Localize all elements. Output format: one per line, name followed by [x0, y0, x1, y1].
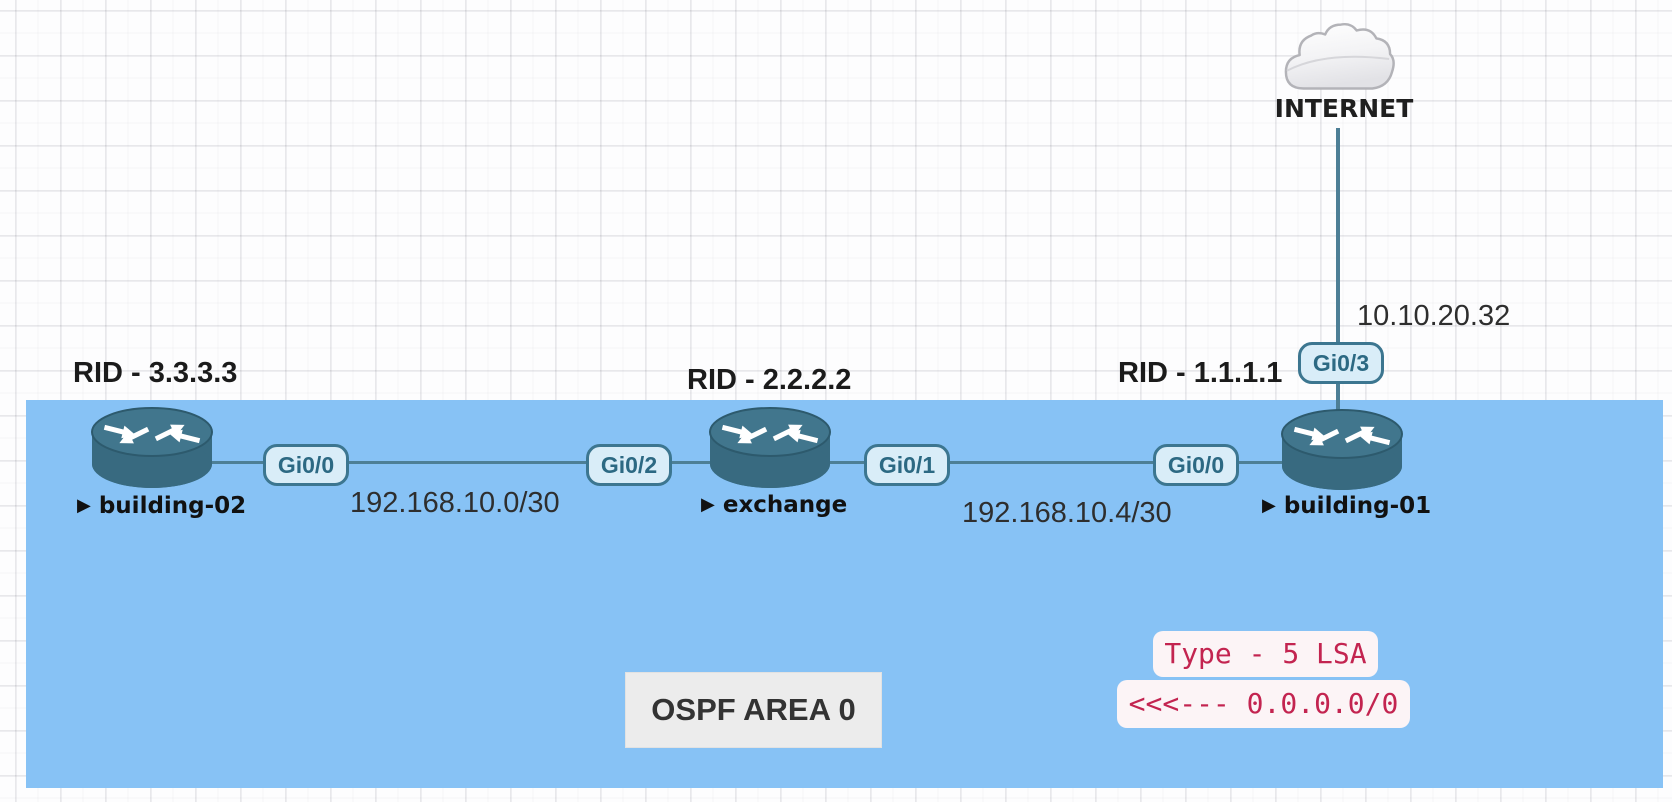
- cloud-icon: [1284, 22, 1395, 90]
- default-route-annotation[interactable]: <<<--- 0.0.0.0/0: [1117, 680, 1410, 728]
- node-marker-icon: ▶: [77, 495, 91, 516]
- internet-cloud-node[interactable]: [1280, 20, 1396, 98]
- interface-pill-building01-gi03[interactable]: Gi0/3: [1298, 342, 1384, 384]
- node-label-text: building-02: [98, 493, 247, 519]
- node-label-exchange[interactable]: ▶ exchange: [701, 492, 847, 518]
- node-label-building-01[interactable]: ▶ building-01: [1262, 493, 1431, 519]
- link-building01-internet[interactable]: [1336, 128, 1340, 440]
- ospf-area-label-box[interactable]: OSPF AREA 0: [625, 672, 882, 748]
- router-icon: [709, 407, 831, 488]
- interface-pill-exchange-gi01[interactable]: Gi0/1: [864, 444, 950, 486]
- interface-pill-building02-gi00[interactable]: Gi0/0: [263, 444, 349, 486]
- node-label-building-02[interactable]: ▶ building-02: [77, 493, 246, 519]
- link-exchange-building01[interactable]: [778, 461, 1300, 464]
- router-icon: [91, 407, 213, 488]
- subnet-label-right-link[interactable]: 192.168.10.4/30: [962, 497, 1172, 529]
- rid-label-building-01[interactable]: RID - 1.1.1.1: [1118, 357, 1283, 389]
- link-building02-exchange[interactable]: [150, 461, 715, 464]
- node-label-text: building-01: [1283, 493, 1432, 519]
- router-icon: [1281, 409, 1403, 490]
- lsa-type-annotation[interactable]: Type - 5 LSA: [1153, 631, 1378, 677]
- interface-pill-exchange-gi02[interactable]: Gi0/2: [586, 444, 672, 486]
- node-marker-icon: ▶: [701, 494, 715, 515]
- node-marker-icon: ▶: [1262, 495, 1276, 516]
- router-building-02[interactable]: [90, 406, 214, 490]
- rid-label-building-02[interactable]: RID - 3.3.3.3: [73, 357, 238, 389]
- router-building-01[interactable]: [1280, 408, 1404, 492]
- node-label-text: exchange: [722, 492, 848, 518]
- router-exchange[interactable]: [708, 406, 832, 490]
- subnet-label-left-link[interactable]: 192.168.10.0/30: [350, 487, 560, 519]
- rid-label-exchange[interactable]: RID - 2.2.2.2: [687, 364, 852, 396]
- internet-label[interactable]: INTERNET: [1274, 94, 1414, 123]
- uplink-ip-label[interactable]: 10.10.20.32: [1357, 300, 1511, 332]
- interface-pill-building01-gi00[interactable]: Gi0/0: [1153, 444, 1239, 486]
